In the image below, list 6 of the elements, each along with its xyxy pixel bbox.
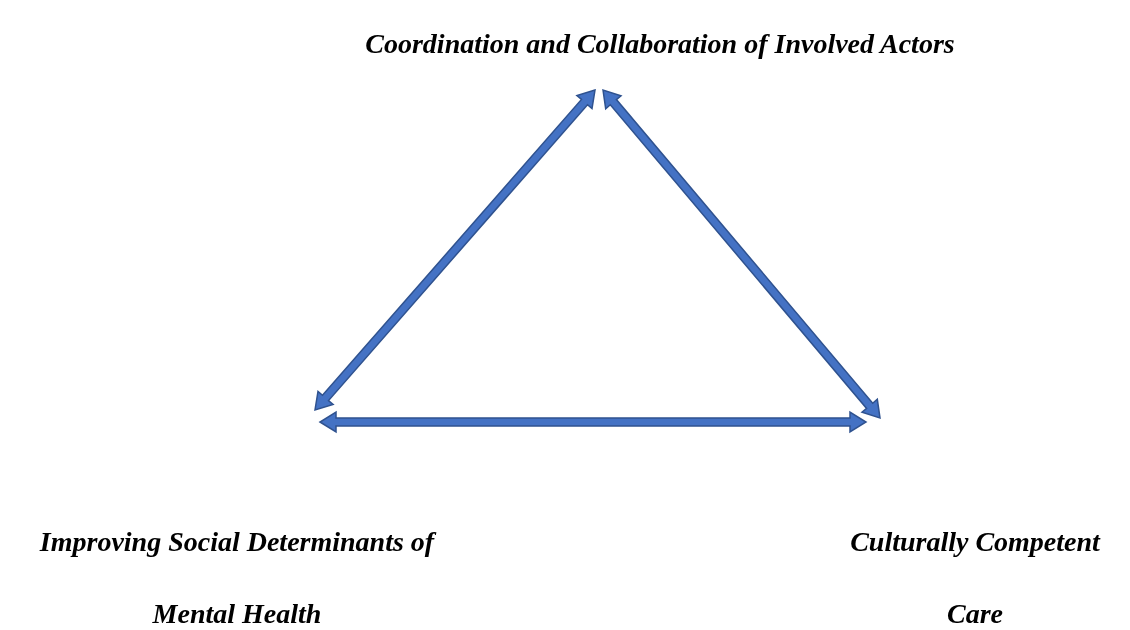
double-arrow [602, 88, 881, 420]
double-arrow [314, 88, 596, 412]
concept-label: Culturally Competent Care [849, 525, 1102, 630]
concept-label: Improving Social Determinants of Mental Health [38, 525, 438, 630]
concept-label: Coordination and Collaboration of Involved Actors [364, 27, 956, 61]
double-arrow [318, 410, 868, 434]
